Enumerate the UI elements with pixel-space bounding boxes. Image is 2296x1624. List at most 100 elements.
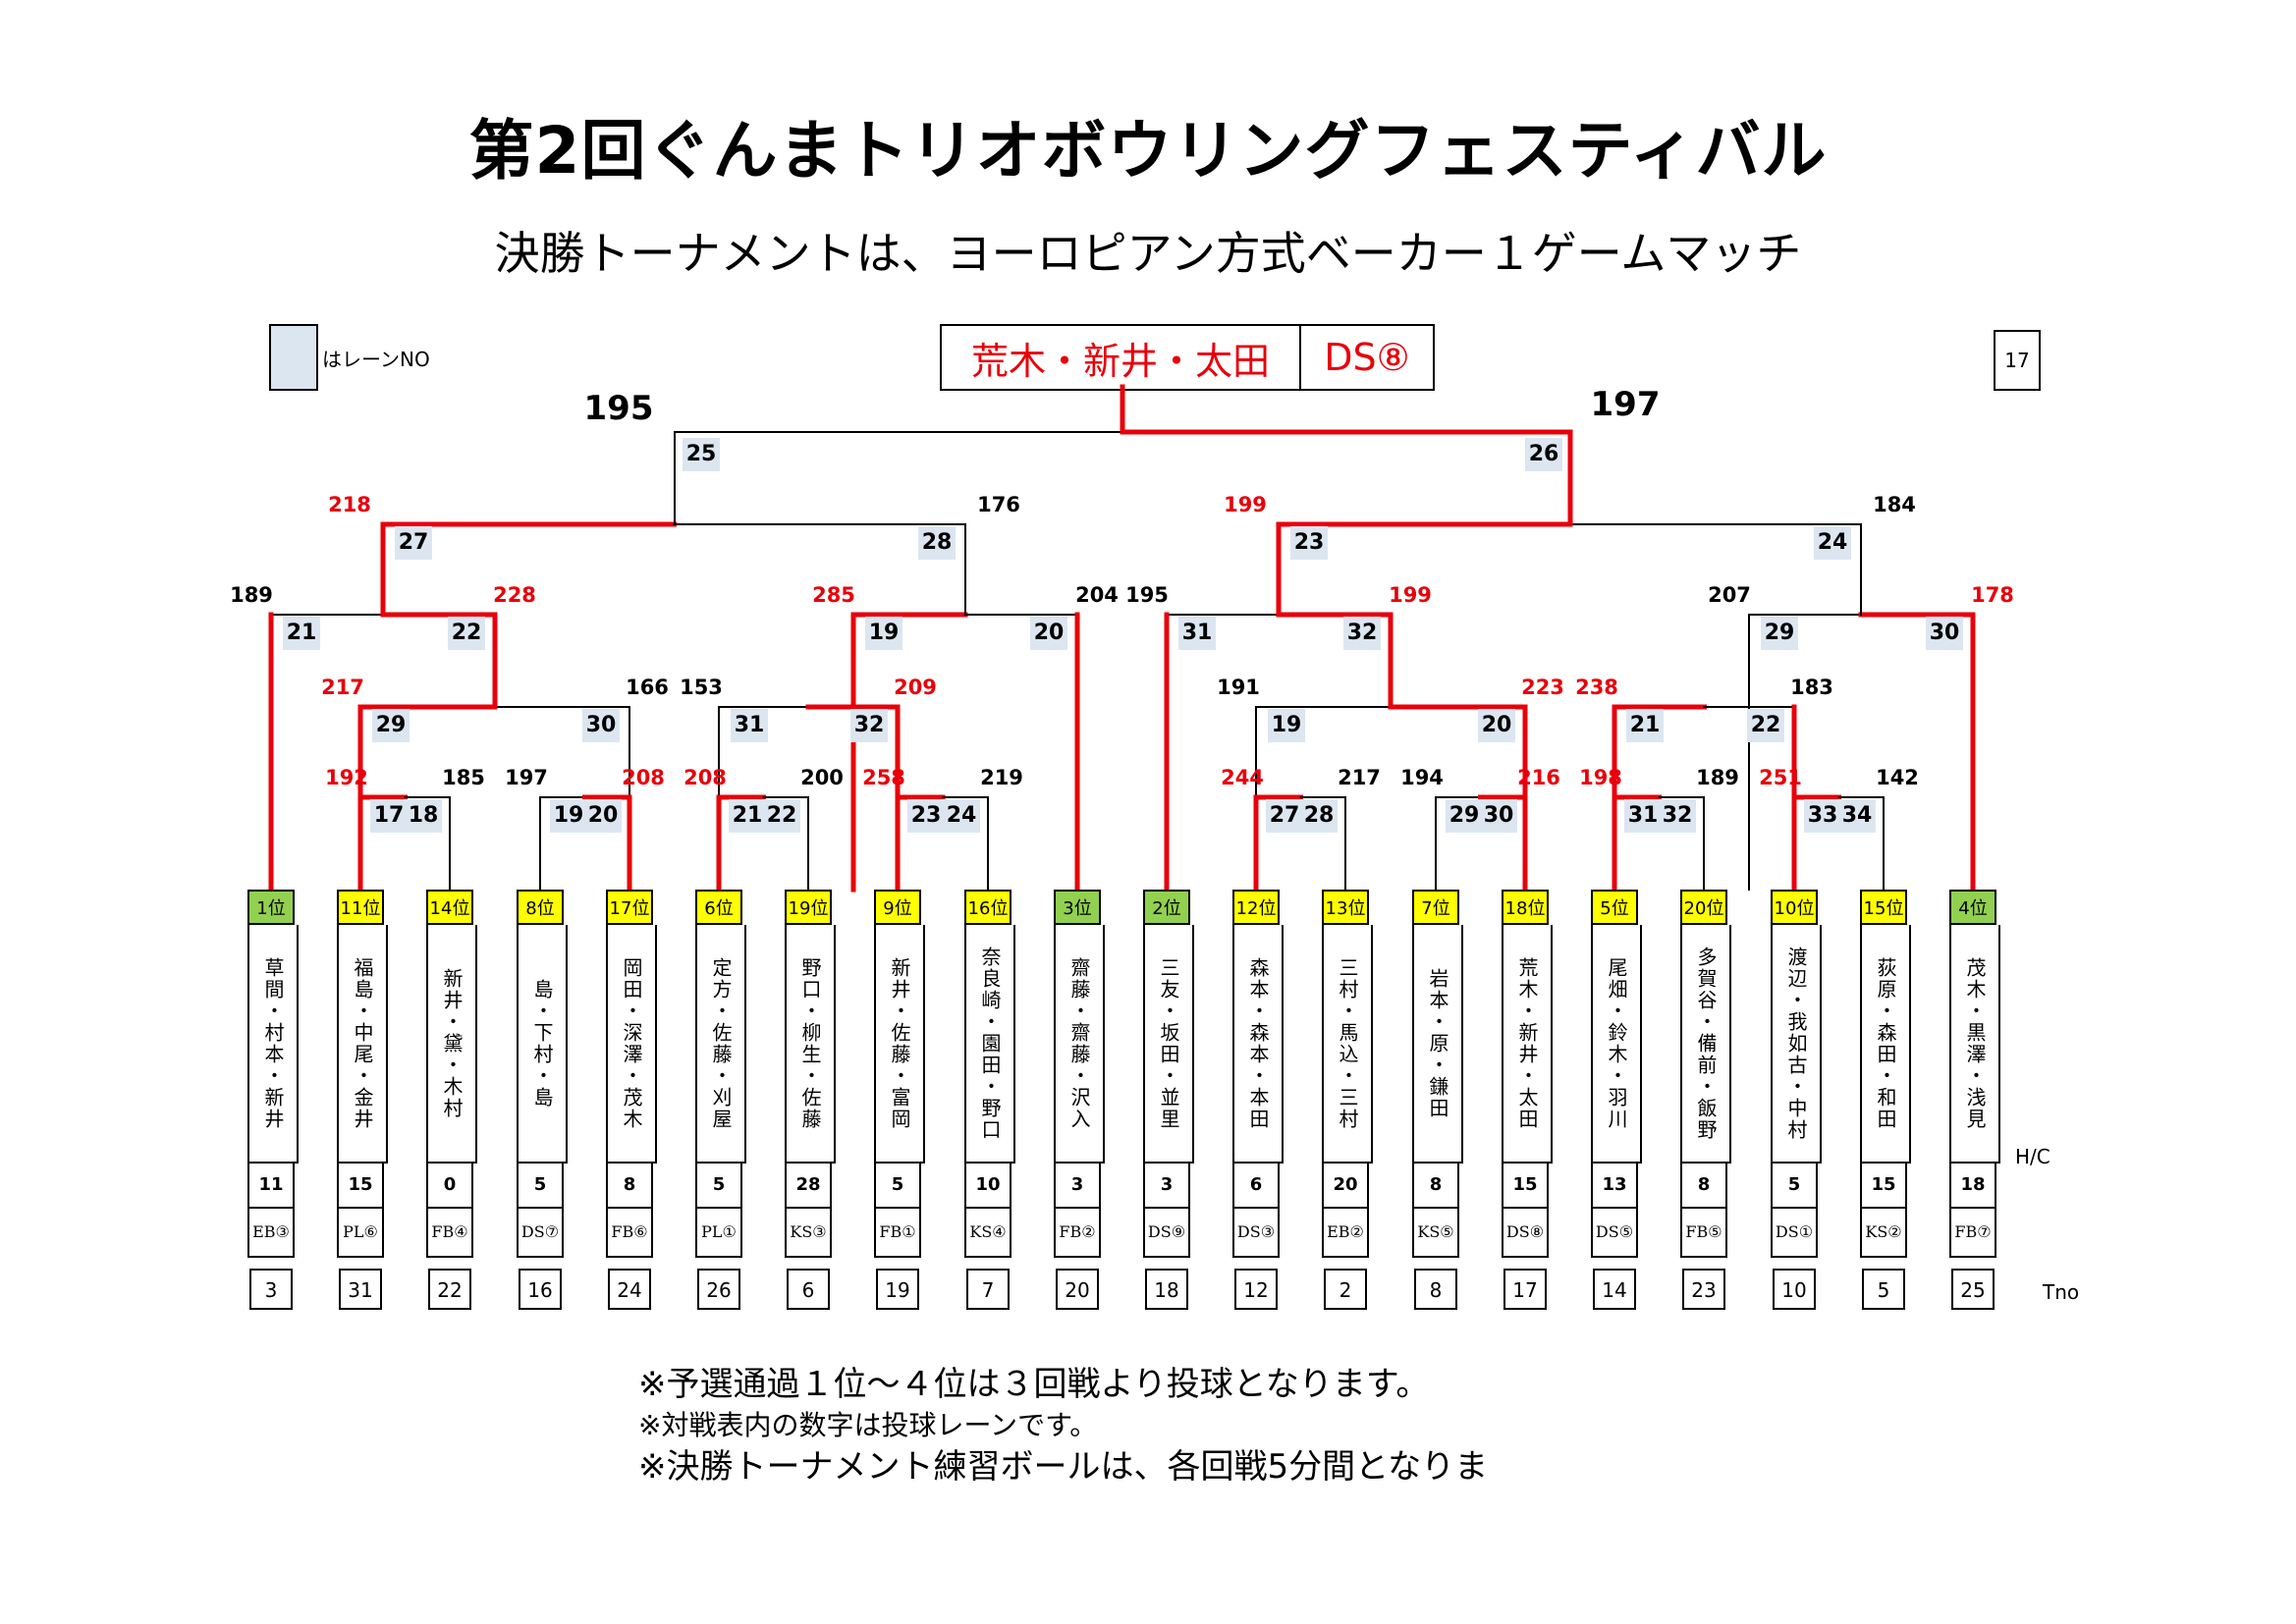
team-code: DS⑨: [1143, 1209, 1190, 1258]
score-label: 153: [680, 676, 723, 699]
lane-legend-text: はレーンNO: [322, 348, 430, 371]
score-label: 197: [1590, 385, 1661, 424]
team-code: EB③: [247, 1209, 295, 1258]
handicap: 5: [695, 1164, 742, 1209]
score-label: 199: [1224, 493, 1267, 516]
seed-rank: 20位: [1680, 890, 1727, 925]
lane-label: 19: [550, 799, 587, 833]
score-label: 195: [583, 389, 654, 428]
player-names: 荒木・新井・太田: [1502, 925, 1553, 1164]
handicap: 20: [1322, 1164, 1369, 1209]
score-label: 217: [1338, 766, 1381, 789]
lane-label: 18: [405, 799, 442, 833]
player-names: 奈良崎・園田・野口: [964, 925, 1015, 1164]
team-number: 17: [1503, 1269, 1547, 1310]
seed-rank: 8位: [517, 890, 564, 925]
seed-rank: 2位: [1143, 890, 1190, 925]
score-label: 176: [977, 493, 1020, 516]
team-number: 12: [1234, 1269, 1278, 1310]
player-names: 尾畑・鈴木・羽川: [1591, 925, 1642, 1164]
lane-label: 24: [1814, 526, 1851, 560]
score-label: 217: [321, 676, 364, 699]
handicap: 3: [1143, 1164, 1190, 1209]
seed-rank: 7位: [1412, 890, 1459, 925]
lane-label: 29: [1446, 799, 1483, 833]
team-code: DS⑦: [517, 1209, 564, 1258]
team-number: 10: [1773, 1269, 1816, 1310]
score-label: 189: [230, 583, 273, 607]
team-number: 7: [966, 1269, 1010, 1310]
final-lane-number: 17: [1994, 330, 2041, 391]
score-label: 166: [626, 676, 669, 699]
player-names: 岡田・深澤・茂木: [606, 925, 657, 1164]
lane-label: 32: [850, 709, 888, 742]
lane-label: 30: [1926, 617, 1963, 650]
lane-label: 22: [448, 617, 485, 650]
seed-rank: 16位: [964, 890, 1011, 925]
team-code: KS⑤: [1412, 1209, 1459, 1258]
score-label: 199: [1389, 583, 1432, 607]
handicap: 28: [785, 1164, 832, 1209]
score-label: 258: [862, 766, 905, 789]
score-label: 238: [1575, 676, 1618, 699]
player-names: 野口・柳生・佐藤: [785, 925, 836, 1164]
handicap: 3: [1054, 1164, 1101, 1209]
handicap: 8: [1412, 1164, 1459, 1209]
score-label: 185: [442, 766, 485, 789]
handicap: 5: [1771, 1164, 1818, 1209]
score-label: 208: [622, 766, 665, 789]
note-1: ※予選通過１位～４位は３回戦より投球となります。: [638, 1365, 1430, 1404]
score-label: 195: [1125, 583, 1169, 607]
team-code: FB①: [874, 1209, 921, 1258]
lane-label: 23: [1290, 526, 1328, 560]
tno-label: Tno: [2043, 1280, 2080, 1304]
team-number: 8: [1414, 1269, 1457, 1310]
team-number: 18: [1145, 1269, 1188, 1310]
handicap: 15: [1502, 1164, 1549, 1209]
seed-rank: 11位: [337, 890, 384, 925]
lane-label: 32: [1659, 799, 1696, 833]
handicap: 15: [1860, 1164, 1907, 1209]
team-code: KS④: [964, 1209, 1011, 1258]
champion-names: 荒木・新井・太田: [942, 326, 1301, 389]
team-code: FB⑦: [1949, 1209, 1996, 1258]
team-code: KS③: [785, 1209, 832, 1258]
lane-label: 24: [943, 799, 980, 833]
seed-rank: 15位: [1860, 890, 1907, 925]
player-names: 新井・黛・木村: [426, 925, 477, 1164]
lane-label: 21: [283, 617, 320, 650]
lane-label: 30: [582, 709, 620, 742]
lane-label: 17: [370, 799, 408, 833]
handicap: 13: [1591, 1164, 1638, 1209]
score-label: 189: [1696, 766, 1739, 789]
notes: ※予選通過１位～４位は３回戦より投球となります。 ※対戦表内の数字は投球レーンで…: [638, 1363, 1488, 1489]
note-2: ※対戦表内の数字は投球レーンです。: [638, 1409, 1098, 1441]
score-label: 183: [1790, 676, 1833, 699]
score-label: 216: [1517, 766, 1560, 789]
score-label: 223: [1521, 676, 1564, 699]
champion-team: DS⑧: [1324, 336, 1410, 379]
handicap: 10: [964, 1164, 1011, 1209]
score-label: 178: [1971, 583, 2014, 607]
score-label: 209: [894, 676, 937, 699]
player-names: 福島・中尾・金井: [337, 925, 388, 1164]
team-code: DS①: [1771, 1209, 1818, 1258]
seed-rank: 6位: [695, 890, 742, 925]
handicap: 6: [1232, 1164, 1280, 1209]
lane-label: 25: [683, 438, 720, 471]
seed-rank: 4位: [1949, 890, 1996, 925]
seed-rank: 13位: [1322, 890, 1369, 925]
lane-label: 28: [918, 526, 956, 560]
